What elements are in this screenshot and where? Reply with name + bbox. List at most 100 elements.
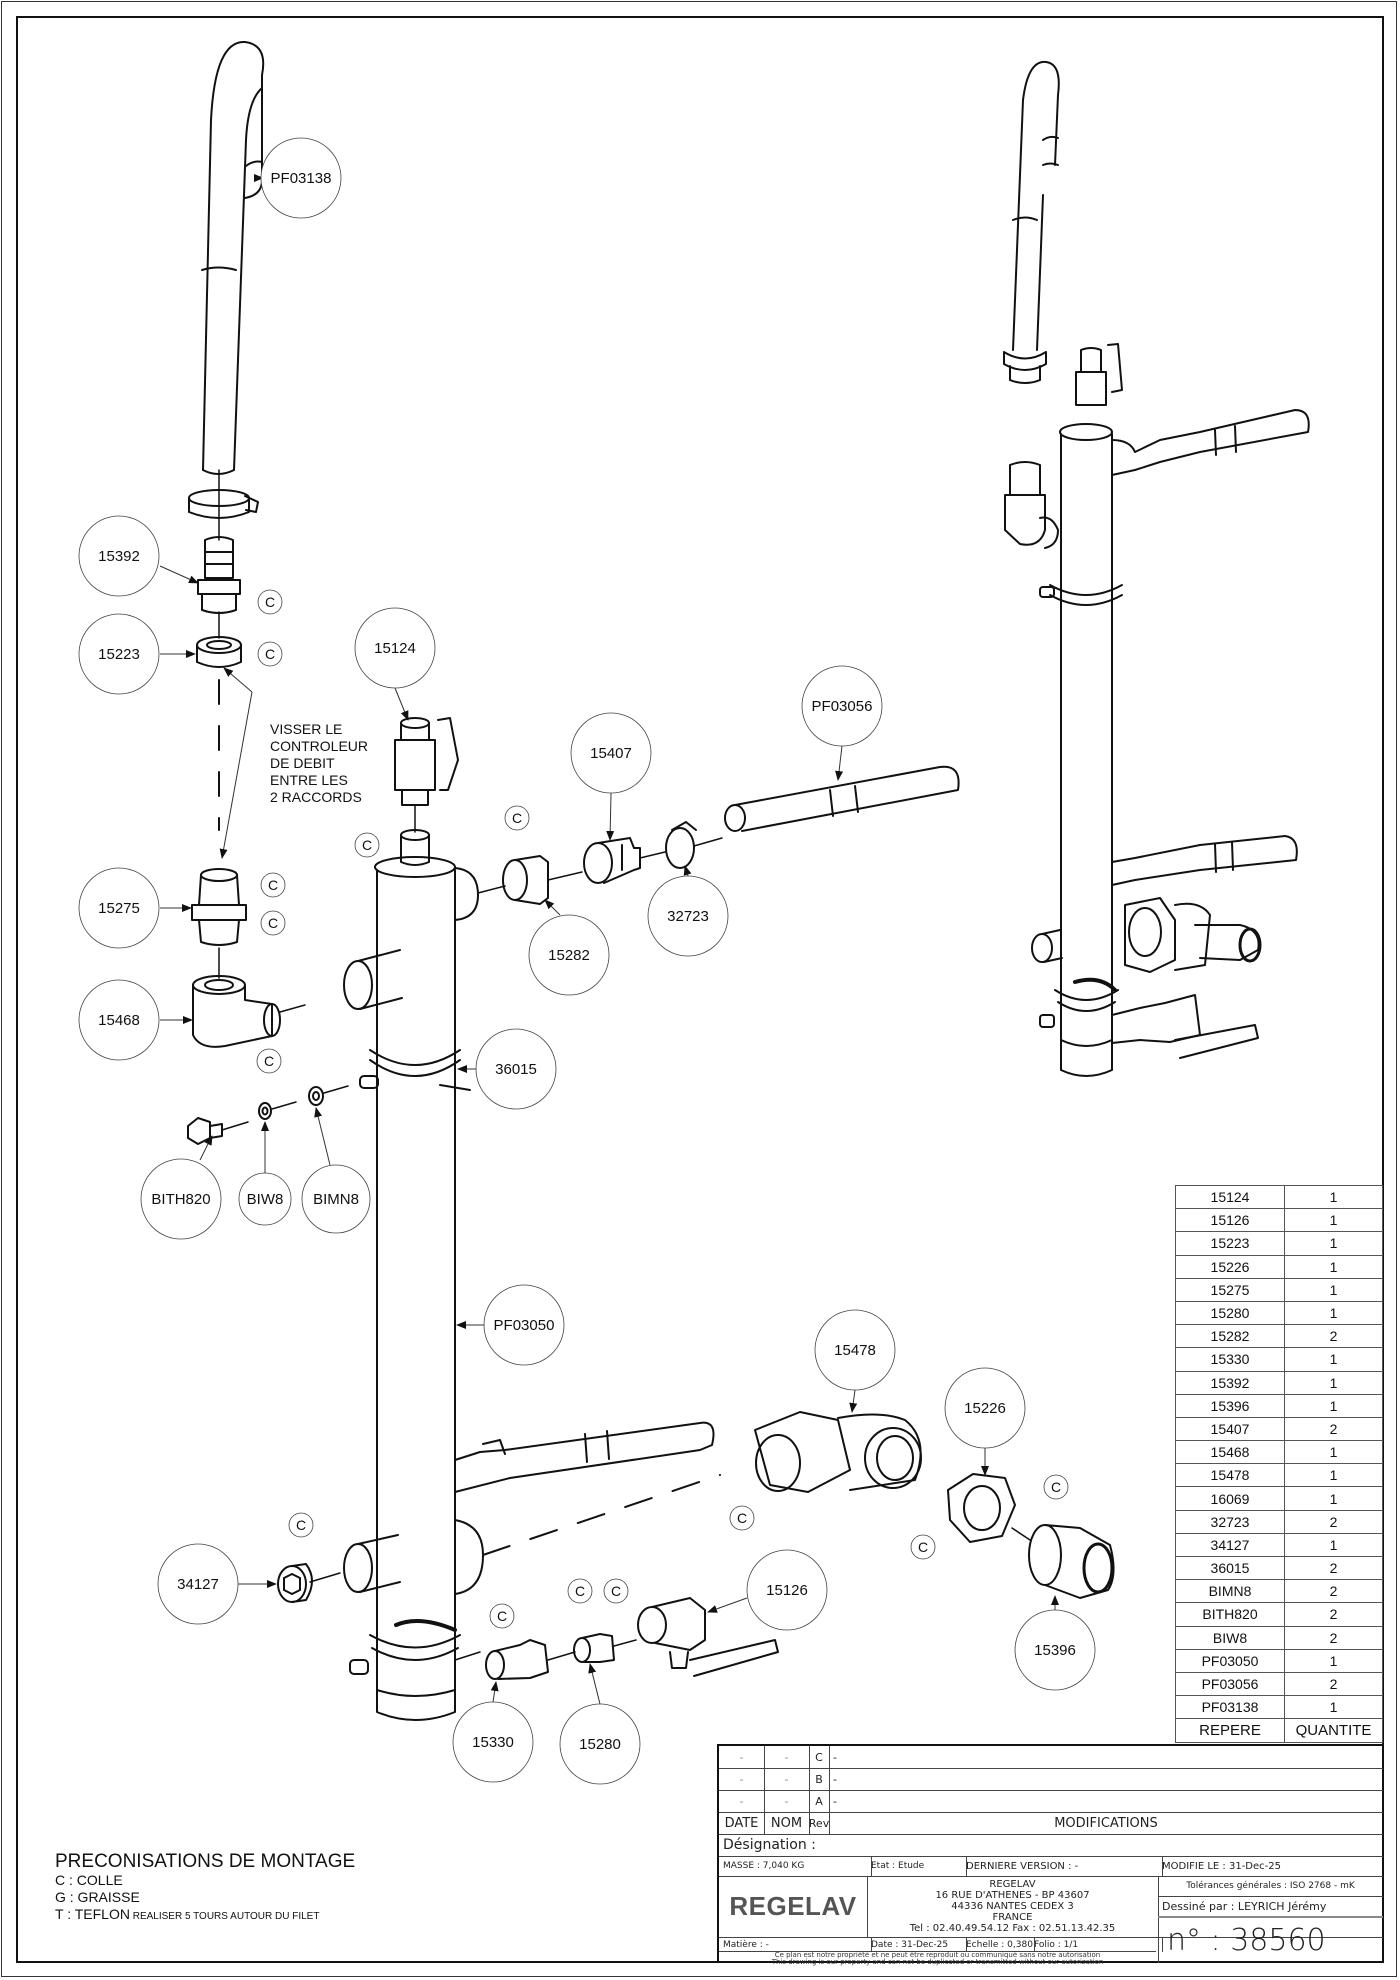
folio: Folio : 1/1 xyxy=(1030,1938,1163,1952)
callout-circle xyxy=(157,1543,239,1625)
part-ref: 15392 xyxy=(1175,1370,1285,1395)
callout-circle xyxy=(260,137,342,219)
callout-label: 15407 xyxy=(590,745,632,762)
callout-pf03056: PF03056 xyxy=(801,665,883,747)
echelle: Echelle : 0,380 xyxy=(962,1938,1035,1952)
callout-label: 15478 xyxy=(834,1342,876,1359)
part-qty: 1 xyxy=(1284,1648,1383,1673)
glue-marker: C xyxy=(256,1048,282,1074)
matiere: Matière : - xyxy=(719,1938,872,1952)
hose-pf03056 xyxy=(724,765,960,832)
callout-label: 32723 xyxy=(667,908,709,925)
glue-marker-circle xyxy=(1043,1474,1069,1500)
callout-label: 34127 xyxy=(177,1576,219,1593)
part-qty: 1 xyxy=(1284,1254,1383,1279)
hose-lower-assembly xyxy=(454,1421,715,1493)
bolt-bith820 xyxy=(187,1117,249,1145)
barbed-adapter-15396 xyxy=(1028,1524,1115,1599)
callout-label: PF03138 xyxy=(271,170,332,187)
part-ref: 15396 xyxy=(1175,1393,1285,1418)
callout-circle xyxy=(570,712,652,794)
glue-marker-circle xyxy=(729,1505,755,1531)
glue-marker-circle xyxy=(567,1578,593,1604)
callout-label: 15226 xyxy=(964,1400,1006,1417)
nut-15223 xyxy=(196,636,242,668)
callout-36015: 36015 xyxy=(475,1028,557,1110)
part-ref: 16069 xyxy=(1175,1486,1285,1511)
part-qty: 1 xyxy=(1284,1208,1383,1233)
callout-label: 15468 xyxy=(98,1012,140,1029)
hose-pf03138 xyxy=(201,40,265,475)
glue-marker: C xyxy=(257,641,283,667)
part-qty: 1 xyxy=(1284,1463,1383,1488)
part-qty: 1 xyxy=(1284,1393,1383,1418)
callout-15282: 15282 xyxy=(528,914,610,996)
main-body-tube xyxy=(343,829,721,1721)
callout-32723: 32723 xyxy=(647,875,729,957)
fitting-15280 xyxy=(573,1633,637,1663)
hose-clamp-top xyxy=(188,489,259,519)
glue-marker-label: C xyxy=(362,837,372,853)
sheet-inner-frame xyxy=(16,16,1384,1963)
glue-marker-label: C xyxy=(264,1053,274,1069)
callout-circle xyxy=(559,1703,641,1785)
glue-marker: C xyxy=(567,1578,593,1604)
glue-marker-label: C xyxy=(265,594,275,610)
glue-marker-label: C xyxy=(268,915,278,931)
part-ref: 15407 xyxy=(1175,1416,1285,1442)
legend-item: T : TEFLON REALISER 5 TOURS AUTOUR DU FI… xyxy=(55,1906,320,1922)
glue-marker-label: C xyxy=(1051,1479,1061,1495)
callout-circle xyxy=(354,607,436,689)
part-ref: BIW8 xyxy=(1175,1625,1285,1650)
part-ref: 15275 xyxy=(1175,1277,1285,1302)
assembled-view xyxy=(1003,60,1310,1077)
part-qty: 1 xyxy=(1284,1184,1383,1210)
glue-marker-label: C xyxy=(611,1583,621,1599)
part-qty: 2 xyxy=(1284,1555,1383,1581)
barbed-fitting-15392 xyxy=(197,536,241,614)
drawing-number: n° : 38560 xyxy=(1158,1918,1383,1963)
company-name: REGELAV xyxy=(989,1879,1036,1890)
glue-marker-label: C xyxy=(918,1539,928,1555)
rev-letter: A xyxy=(809,1790,830,1812)
callout-circle xyxy=(801,665,883,747)
callout-15330: 15330 xyxy=(452,1701,534,1783)
glue-marker-label: C xyxy=(497,1608,507,1624)
legend-item: C : COLLE xyxy=(55,1872,123,1888)
glue-marker-circle xyxy=(256,1048,282,1074)
callout-label: 15396 xyxy=(1034,1642,1076,1659)
col-nom: NOM xyxy=(764,1812,810,1834)
rev-modification: - xyxy=(833,1772,837,1786)
glue-marker-label: C xyxy=(268,877,278,893)
meta-row: Matière : - Date : 31-Dec-25 Echelle : 0… xyxy=(719,1937,1383,1952)
address-country: FRANCE xyxy=(992,1912,1033,1923)
part-qty: 2 xyxy=(1284,1602,1383,1627)
callout-circle xyxy=(78,867,160,949)
glue-marker-circle xyxy=(257,589,283,615)
part-qty: 1 xyxy=(1284,1300,1383,1326)
glue-marker-circle xyxy=(489,1603,515,1629)
masse: MASSE : 7,040 KG xyxy=(719,1856,872,1876)
callout-circle xyxy=(452,1701,534,1783)
phone-fax: Tel : 02.40.49.54.12 Fax : 02.51.13.42.3… xyxy=(909,1923,1116,1934)
revision-row: --C- xyxy=(719,1746,1383,1769)
part-qty: 2 xyxy=(1284,1324,1383,1349)
info-row: MASSE : 7,040 KG Etat : Etude DERNIERE V… xyxy=(719,1856,1383,1877)
note-line: ENTRE LES xyxy=(270,772,348,788)
hose-tail-15407 xyxy=(583,837,666,884)
part-ref: PF03138 xyxy=(1175,1695,1285,1720)
part-qty: 1 xyxy=(1284,1347,1383,1372)
disclaimer-fr: Ce plan est notre propriété et ne peut ê… xyxy=(774,1951,1101,1959)
rev-nom: - xyxy=(764,1790,810,1812)
glue-marker: C xyxy=(489,1603,515,1629)
glue-marker: C xyxy=(910,1534,936,1560)
rev-nom: - xyxy=(764,1746,810,1768)
legend-item: G : GRAISSE xyxy=(55,1889,140,1905)
